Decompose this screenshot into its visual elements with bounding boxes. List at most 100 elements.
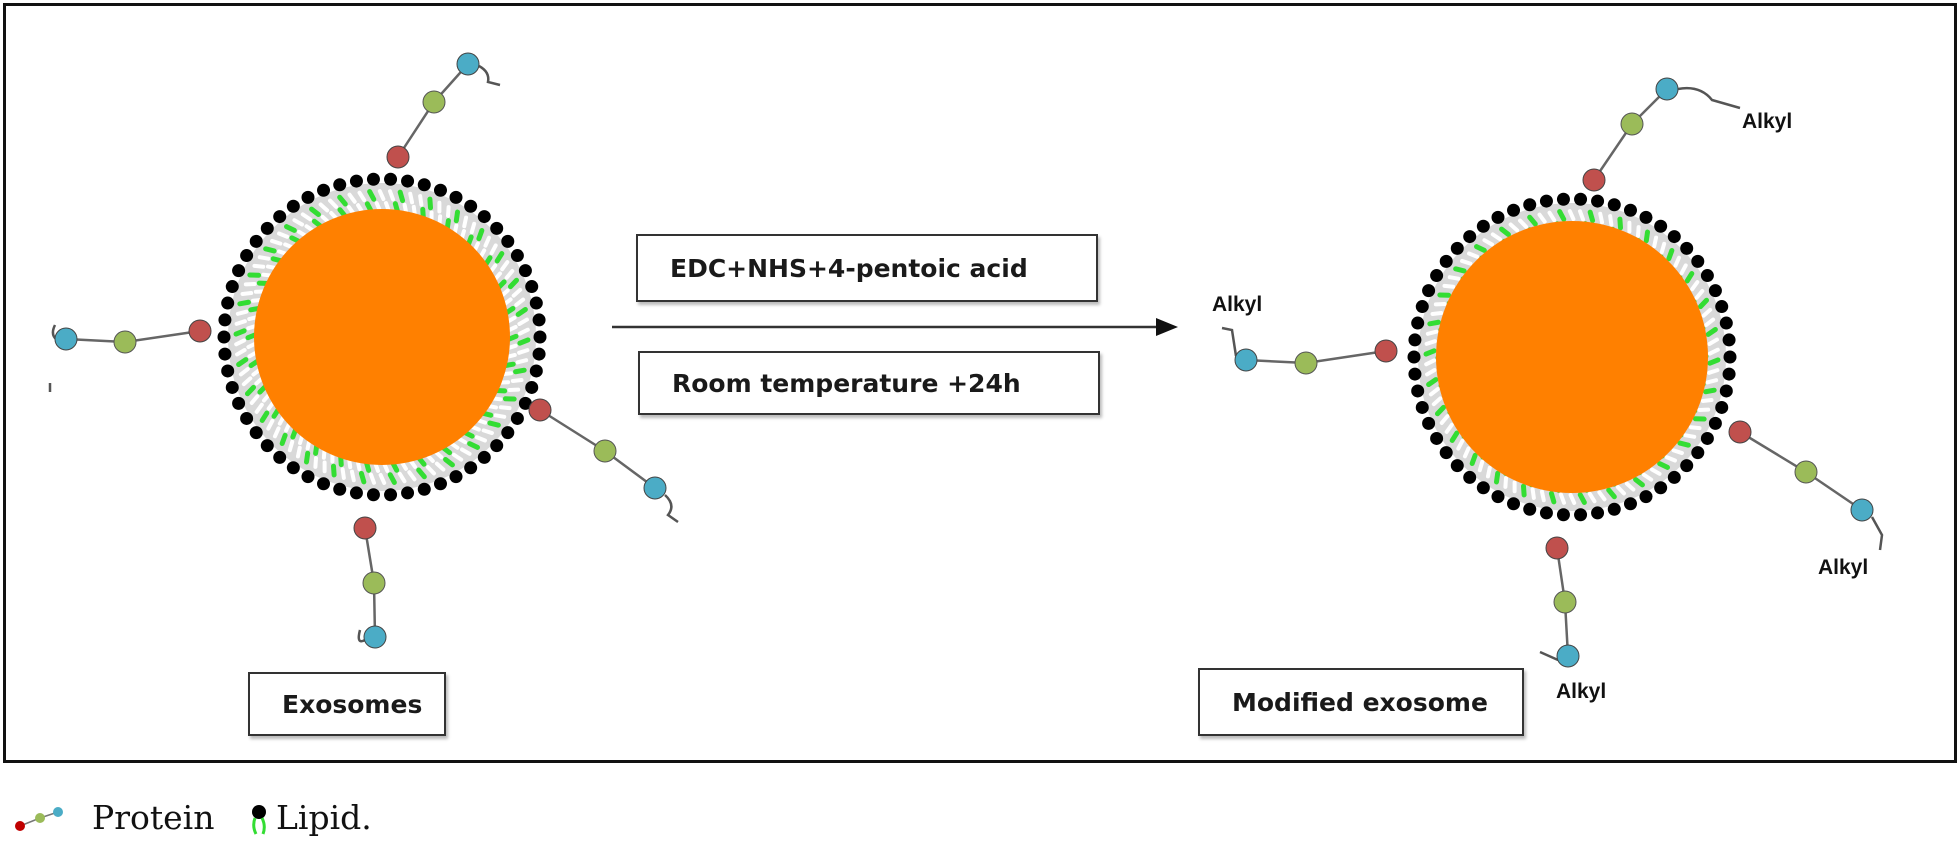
lipid-tail: [507, 277, 520, 290]
lipid-tail: [1493, 470, 1501, 485]
lipid-head: [533, 330, 547, 344]
lipid-tail: [1431, 396, 1443, 407]
lipid-tail: [476, 227, 485, 242]
lipid-tail: [1460, 258, 1473, 266]
lipid-tail: [1659, 241, 1667, 255]
lipid-tail: [1558, 492, 1566, 505]
lipid-tail: [1469, 452, 1478, 467]
lipid-tail: [453, 209, 461, 224]
lipid-tail: [416, 467, 427, 480]
lipid-tail: [511, 287, 523, 298]
lipid-head: [1700, 269, 1714, 283]
lipid-head: [1708, 416, 1722, 430]
lipid-head: [525, 280, 539, 294]
lipid-tail: [510, 378, 524, 383]
lipid-tail: [240, 291, 254, 296]
lipid-head: [464, 199, 478, 213]
lipid-head: [1463, 230, 1477, 244]
lipid-tail: [1705, 378, 1719, 385]
lipid-tail: [1518, 218, 1529, 229]
lipid-tail: [1636, 225, 1641, 238]
lipid-head: [1411, 316, 1425, 330]
lipid-tail: [474, 435, 487, 443]
legend-protein-icon: [15, 807, 63, 831]
lipid-tail: [1606, 487, 1617, 500]
legend-protein-red: [15, 821, 25, 831]
lipid-tail: [1430, 311, 1444, 316]
lipid-tail: [500, 260, 510, 272]
lipid-head: [1430, 431, 1444, 445]
lipid-head: [401, 486, 415, 500]
lipid-head: [1719, 316, 1733, 330]
lipid-head: [532, 313, 546, 327]
lipid-tail: [1657, 461, 1671, 470]
lipid-tail: [303, 450, 311, 465]
lipid-head: [1680, 459, 1694, 473]
lipid-tail: [1537, 212, 1547, 224]
lipid-tail: [266, 418, 275, 431]
lipid-head: [433, 183, 447, 197]
lipid-tail: [451, 452, 464, 462]
lipid-head: [1439, 254, 1453, 268]
lipid-tail: [1707, 337, 1719, 346]
lipid-tail: [1425, 329, 1439, 336]
reaction-condition-box-1: EDC+NHS+4-pentoic acid: [636, 234, 1098, 302]
lipid-tail: [292, 218, 305, 227]
lipid-tail: [328, 198, 339, 209]
alkyl-label-left: Alkyl: [1212, 293, 1263, 316]
lipid-head: [1411, 384, 1425, 398]
modified-exosome-label-box: Modified exosome: [1198, 668, 1524, 736]
legend-protein-label: Protein: [92, 798, 215, 837]
lipid-tail: [1490, 232, 1503, 242]
lipid-tail: [1608, 214, 1614, 227]
membrane-protein: [386, 52, 501, 169]
protein-blue-domain: [456, 52, 480, 76]
lipid-head: [1639, 210, 1653, 224]
lipid-head: [1723, 350, 1737, 364]
lipid-tail: [1477, 459, 1485, 473]
lipid-tail: [1539, 489, 1546, 503]
lipid-tail: [1439, 414, 1450, 425]
membrane-protein: [1582, 77, 1741, 192]
lipid-tail: [249, 394, 260, 405]
lipid-head: [218, 347, 232, 361]
lipid-tail: [234, 338, 247, 347]
lipid-tail: [434, 461, 446, 472]
protein-green-domain: [1294, 351, 1318, 375]
lipid-head: [510, 411, 524, 425]
lipid-tail: [1641, 472, 1654, 482]
alkyl-label-bottom: Alkyl: [1556, 680, 1607, 703]
lipid-head: [1591, 194, 1605, 208]
lipid-tail: [244, 384, 257, 397]
lipid-head: [240, 249, 254, 263]
lipid-tail: [347, 192, 357, 204]
lipid-tail: [1530, 487, 1536, 500]
lipid-head: [317, 477, 331, 491]
lipid-tail: [368, 472, 376, 485]
protein-blue-domain: [1556, 644, 1580, 668]
protein-red-domain: [1728, 420, 1752, 444]
lipid-tail: [1683, 433, 1697, 439]
lipid-tail: [235, 348, 247, 357]
lipid-tail: [1694, 289, 1705, 300]
lipid-tail: [1690, 280, 1700, 292]
lipid-head: [1691, 446, 1705, 460]
lipid-head: [1408, 333, 1422, 347]
lipid-tail: [517, 337, 531, 346]
lipid-tail: [1671, 448, 1684, 456]
lipid-tail: [397, 471, 407, 484]
lipid-head: [1719, 384, 1733, 398]
membrane-protein: [1221, 326, 1398, 375]
exosome-core: [254, 209, 510, 465]
protein-red-domain: [528, 398, 552, 422]
lipid-tail: [1697, 297, 1710, 310]
lipid-head: [477, 450, 491, 464]
lipid-tail: [377, 189, 386, 202]
lipid-head: [1450, 241, 1464, 255]
protein-red-domain: [1582, 168, 1606, 192]
lipid-head: [240, 411, 254, 425]
lipid-tail: [1520, 483, 1527, 498]
protein-blue-domain: [643, 476, 667, 500]
lipid-head: [225, 280, 239, 294]
